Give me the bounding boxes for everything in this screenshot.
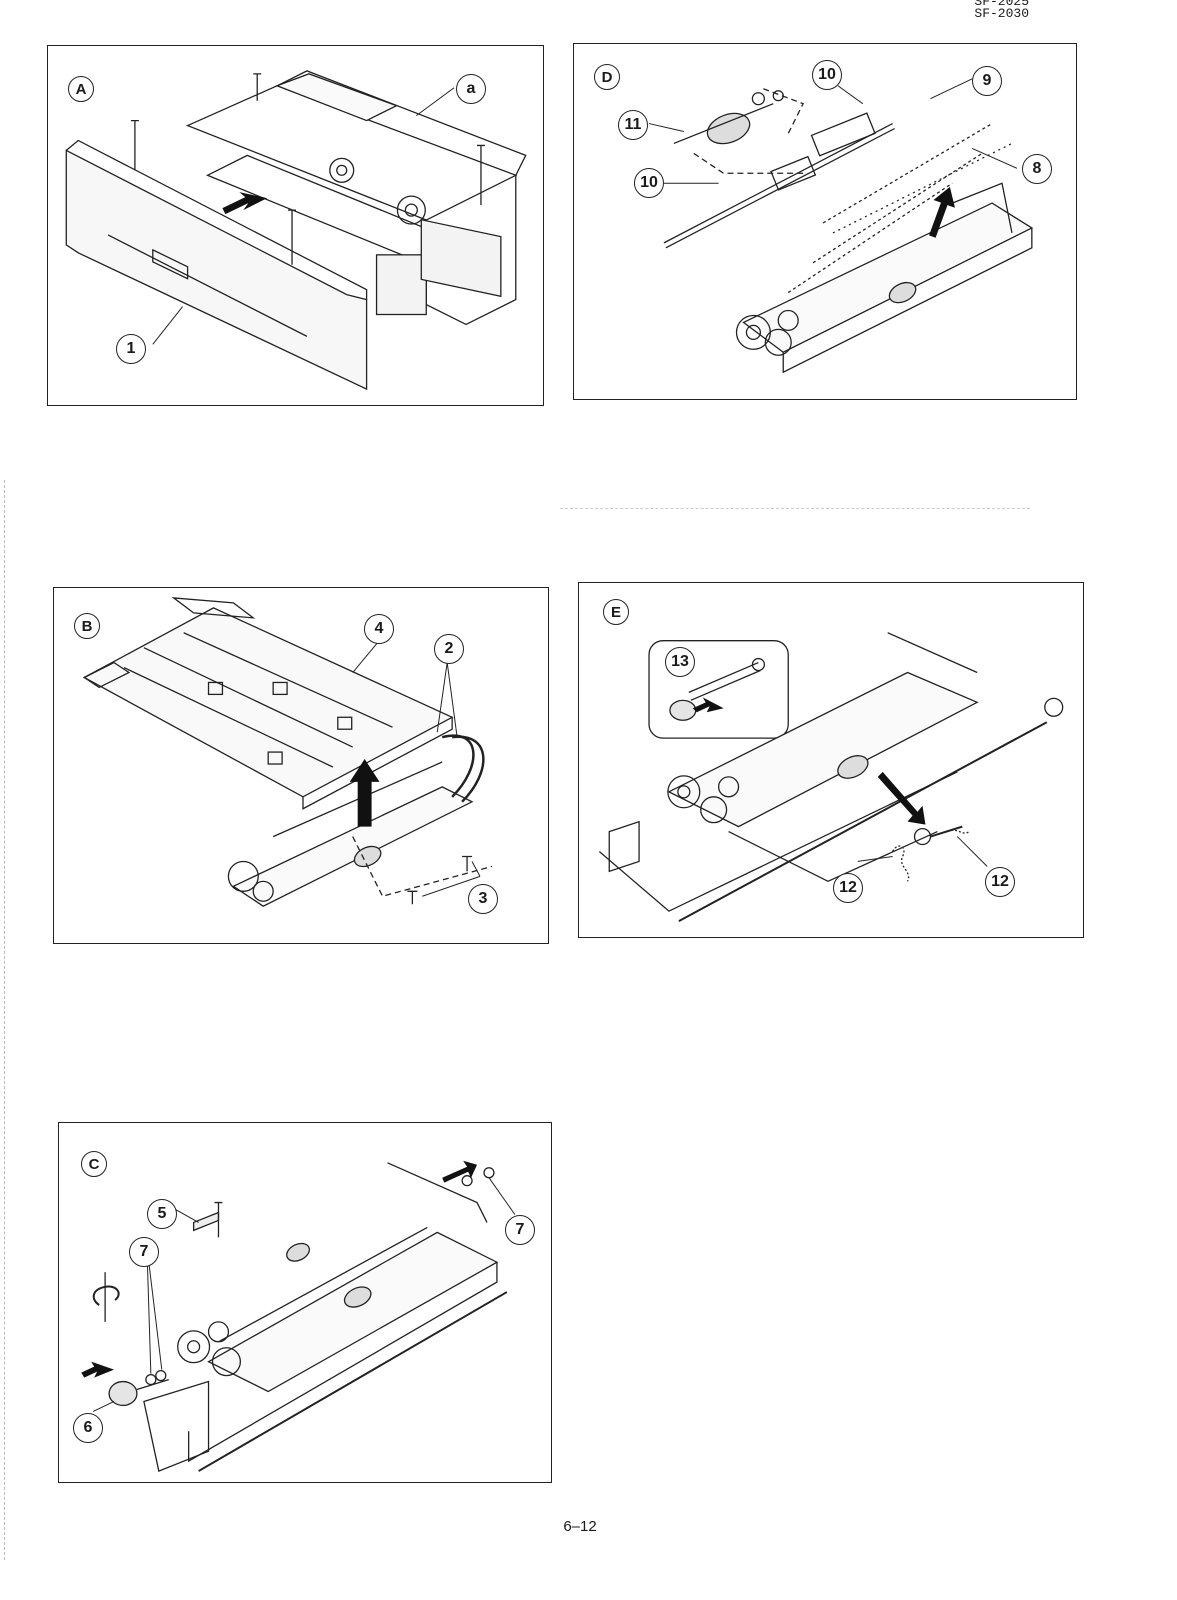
panel-d: D 10 9 11 10 8 xyxy=(573,43,1077,400)
panel-e: E 13 12 12 xyxy=(578,582,1084,938)
callout-7-left: 7 xyxy=(129,1237,159,1267)
callout-10-top: 10 xyxy=(812,60,842,90)
callout-2: 2 xyxy=(434,634,464,664)
callout-10-left: 10 xyxy=(634,168,664,198)
panel-b-drawing xyxy=(82,597,493,907)
callout-6: 6 xyxy=(73,1413,103,1443)
model-line-1: SF-2025 xyxy=(974,0,1029,9)
callout-4: 4 xyxy=(364,614,394,644)
model-line-2: SF-2030 xyxy=(974,6,1029,21)
callout-a: a xyxy=(456,74,486,104)
panel-c-label: C xyxy=(81,1151,107,1177)
callout-3: 3 xyxy=(468,884,498,914)
panel-c-drawing xyxy=(81,1160,516,1472)
panel-e-label: E xyxy=(603,599,629,625)
scan-artifact-line xyxy=(560,508,1030,509)
panel-a-drawing xyxy=(65,70,527,391)
panel-a-label: A xyxy=(68,76,94,102)
panel-d-drawing xyxy=(648,78,1034,374)
callout-12-left: 12 xyxy=(833,873,863,903)
callout-7-right: 7 xyxy=(505,1215,535,1245)
callout-1: 1 xyxy=(116,334,146,364)
panel-b: B 4 2 3 xyxy=(53,587,549,944)
panel-d-label: D xyxy=(594,64,620,90)
callout-11: 11 xyxy=(618,110,648,140)
scan-margin-line xyxy=(4,480,5,1560)
page-number: 6–12 xyxy=(563,1518,597,1535)
callout-5: 5 xyxy=(147,1199,177,1229)
model-header: SF-2025 SF-2030 xyxy=(909,0,1029,20)
panel-b-label: B xyxy=(74,613,100,639)
callout-9: 9 xyxy=(972,66,1002,96)
callout-12-right: 12 xyxy=(985,867,1015,897)
panel-c: C 5 7 7 6 xyxy=(58,1122,552,1483)
panel-a: A a 1 xyxy=(47,45,544,406)
callout-13: 13 xyxy=(665,647,695,677)
callout-8: 8 xyxy=(1022,154,1052,184)
